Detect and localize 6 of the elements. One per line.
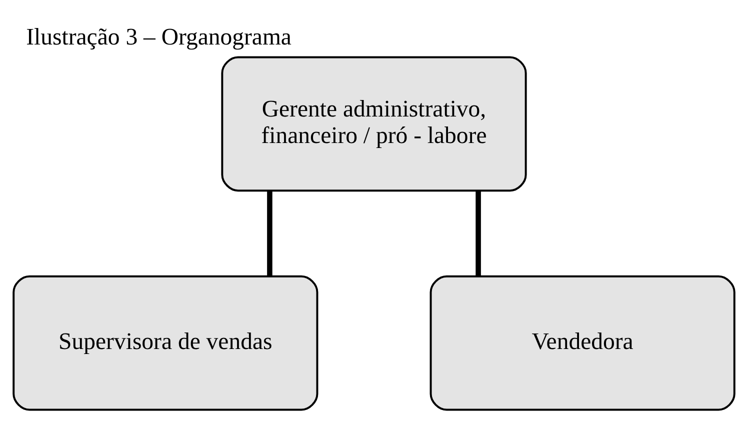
node-box: Gerente administrativo, financeiro / pró - labore bbox=[221, 56, 527, 192]
diagram-title: Ilustração 3 – Organograma bbox=[26, 24, 292, 50]
node-box: Supervisora de vendas bbox=[12, 274, 318, 410]
connector bbox=[476, 190, 481, 276]
connector bbox=[267, 190, 272, 276]
node-box: Vendedora bbox=[430, 274, 736, 410]
